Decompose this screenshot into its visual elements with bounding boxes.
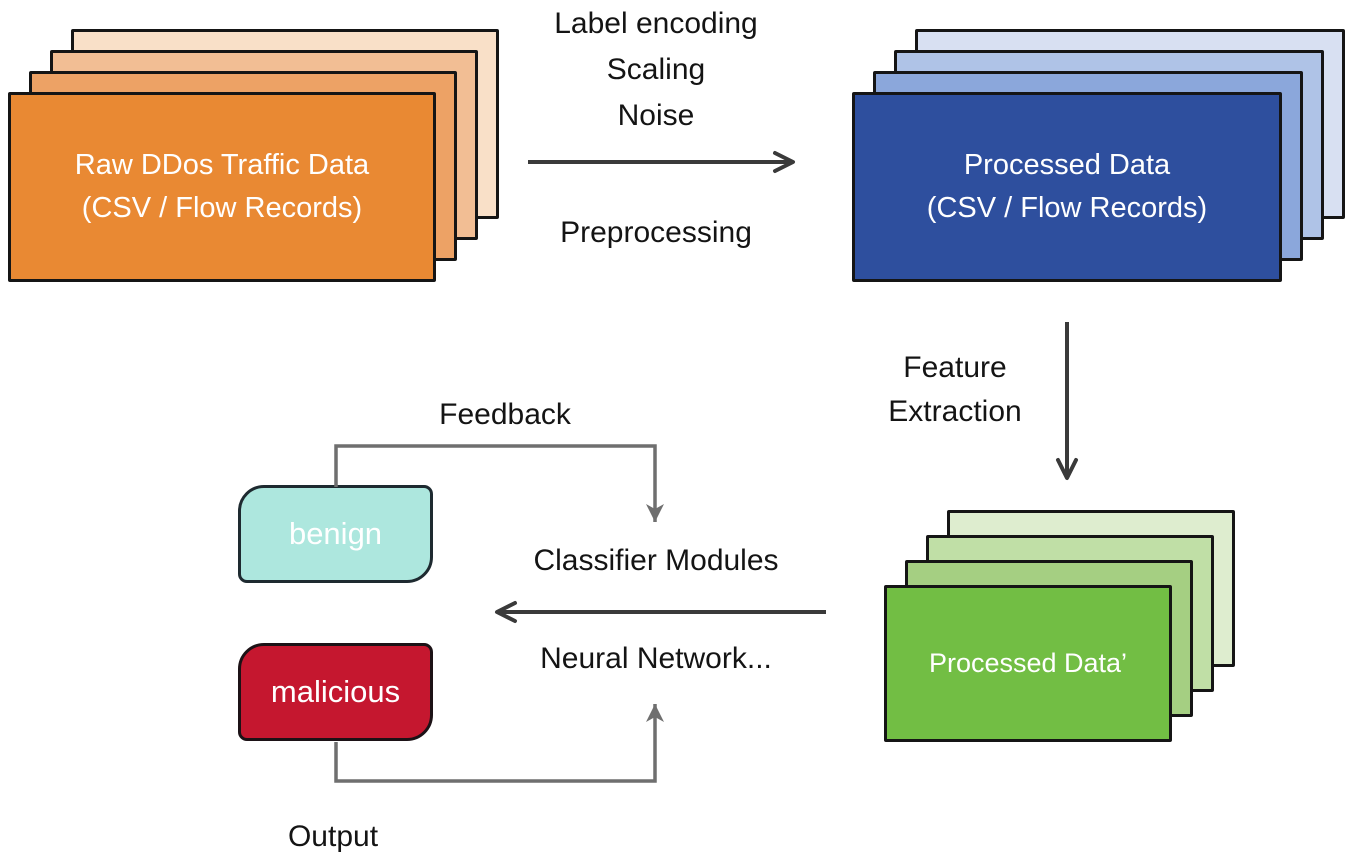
neural-network-label: Neural Network...: [540, 642, 772, 675]
preprocessing-steps-label: Label encoding Scaling Noise: [480, 1, 832, 139]
processed-data-title-line2: (CSV / Flow Records): [926, 192, 1208, 224]
malicious-result-box: malicious: [238, 643, 433, 741]
benign-result-box: benign: [238, 485, 433, 583]
raw-data-title-line2: (CSV / Flow Records): [81, 192, 363, 224]
processed-data-front-card: Processed Data (CSV / Flow Records): [852, 92, 1282, 282]
raw-data-title-line1: Raw DDos Traffic Data: [74, 148, 370, 181]
step-scaling: Scaling: [606, 53, 706, 86]
processed-data-prime-stack: Processed Data’: [884, 510, 1354, 745]
step-label-encoding: Label encoding: [554, 7, 758, 40]
feature-extraction-line2: Extraction: [888, 395, 1022, 428]
processed-data-prime-title: Processed Data’: [928, 648, 1128, 679]
raw-data-front-card: Raw DDos Traffic Data (CSV / Flow Record…: [8, 92, 436, 282]
feature-extraction-label: Feature Extraction: [863, 346, 1047, 434]
feature-extraction-line1: Feature: [903, 351, 1007, 384]
processed-data-stack: Processed Data (CSV / Flow Records): [852, 29, 1349, 285]
step-noise: Noise: [617, 99, 695, 132]
raw-data-stack: Raw DDos Traffic Data (CSV / Flow Record…: [8, 29, 503, 285]
preprocessing-label: Preprocessing: [560, 216, 752, 249]
feedback-label: Feedback: [439, 398, 571, 431]
benign-label: benign: [288, 516, 383, 551]
processed-data-title-line1: Processed Data: [963, 148, 1171, 181]
output-label: Output: [287, 820, 379, 853]
malicious-label: malicious: [270, 674, 401, 709]
classifier-modules-label: Classifier Modules: [533, 544, 779, 577]
processed-data-prime-front-card: Processed Data’: [884, 585, 1172, 742]
